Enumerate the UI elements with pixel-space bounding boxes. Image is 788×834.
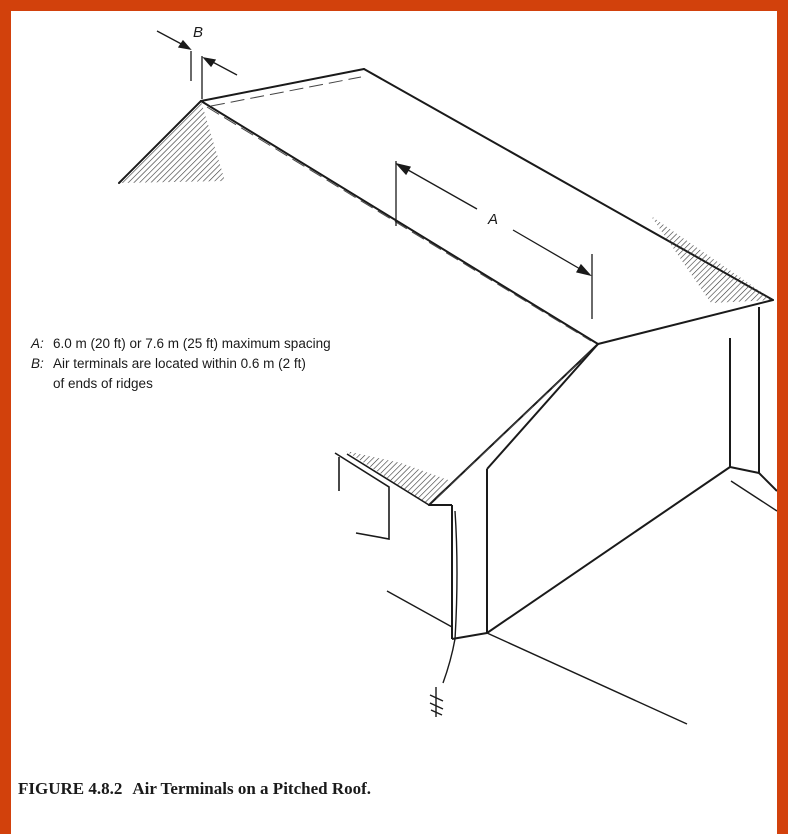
left-wing [334, 452, 430, 540]
roof-outline [118, 68, 774, 506]
caption-number: FIGURE 4.8.2 [18, 779, 123, 798]
house-walls [429, 307, 777, 640]
legend-text-a: 6.0 m (20 ft) or 7.6 m (25 ft) maximum s… [53, 336, 331, 351]
dimension-b-label: B [193, 24, 203, 41]
down-conductor [429, 510, 458, 717]
legend-item-b: B: Air terminals are located within 0.6 m… [31, 354, 331, 374]
ground-lines [386, 480, 777, 725]
legend-key-b: B: [31, 356, 44, 371]
legend-item-a: A: 6.0 m (20 ft) or 7.6 m (25 ft) maximum… [31, 334, 331, 354]
figure-frame: A B A: 6.0 m (20 ft) or 7.6 m (25 ft) max… [11, 11, 777, 834]
roof-diagram: A B [118, 24, 777, 725]
figure-caption: FIGURE 4.8.2 Air Terminals on a Pitched R… [18, 779, 371, 799]
dimension-a-label: A [487, 211, 498, 228]
shaded-gables [119, 101, 773, 505]
dimension-b [156, 30, 238, 99]
legend-text-b-continuation: of ends of ridges [53, 376, 153, 391]
caption-title: Air Terminals on a Pitched Roof. [132, 779, 372, 798]
eave-lines [206, 76, 592, 500]
legend: A: 6.0 m (20 ft) or 7.6 m (25 ft) maximum… [31, 334, 331, 394]
legend-key-a: A: [31, 336, 44, 351]
dimension-a [395, 161, 593, 319]
legend-text-b: Air terminals are located within 0.6 m (… [53, 356, 306, 371]
